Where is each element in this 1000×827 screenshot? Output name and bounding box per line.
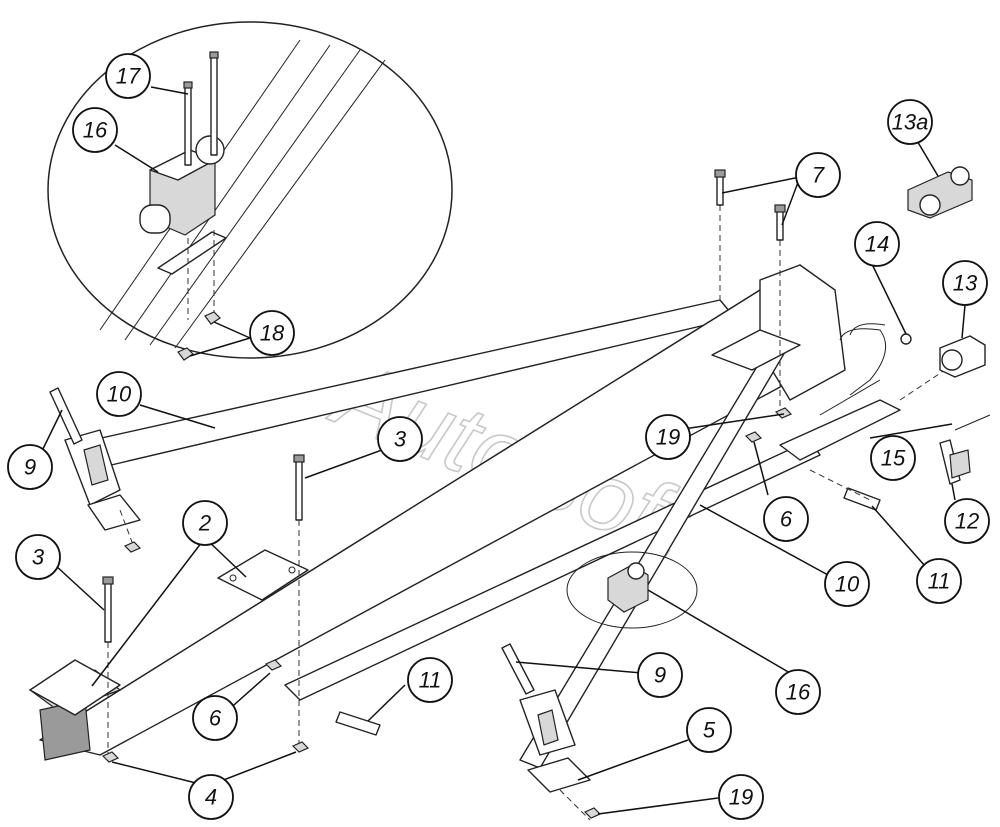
svg-text:10: 10 xyxy=(107,382,132,407)
svg-text:18: 18 xyxy=(260,321,285,346)
callout-9-left: 9 xyxy=(7,444,53,490)
callout-10-lower: 10 xyxy=(824,561,870,607)
svg-text:11: 11 xyxy=(928,569,951,594)
callout-11-lower: 11 xyxy=(407,657,453,703)
callout-4: 4 xyxy=(188,774,234,820)
svg-text:12: 12 xyxy=(955,509,979,534)
callout-6-right: 6 xyxy=(763,496,809,542)
mounting-plates xyxy=(29,329,801,716)
svg-text:16: 16 xyxy=(786,680,811,705)
callout-16-detail: 16 xyxy=(72,107,118,153)
detail-view-ellipse xyxy=(47,21,453,359)
callout-5: 5 xyxy=(686,707,732,753)
svg-text:3: 3 xyxy=(394,427,407,452)
callout-16-lower: 16 xyxy=(775,669,821,715)
svg-text:16: 16 xyxy=(83,118,108,143)
svg-text:5: 5 xyxy=(703,718,716,743)
callout-15: 15 xyxy=(870,435,916,481)
assembly-lines xyxy=(107,205,961,821)
svg-text:15: 15 xyxy=(881,446,906,471)
svg-text:6: 6 xyxy=(209,706,222,731)
callout-3-upper: 3 xyxy=(377,416,423,462)
shackle-13 xyxy=(939,335,986,378)
callout-10-upper: 10 xyxy=(96,371,142,417)
callout-19-upper: 19 xyxy=(645,414,691,460)
leader-lines xyxy=(39,86,966,815)
callout-18: 18 xyxy=(249,310,295,356)
svg-text:9: 9 xyxy=(24,455,36,480)
callout-3-lower: 3 xyxy=(15,534,61,580)
pin-12 xyxy=(939,439,971,485)
callout-2: 2 xyxy=(182,500,228,546)
svg-text:19: 19 xyxy=(729,785,753,810)
callout-13a: 13a xyxy=(887,99,933,145)
svg-text:13: 13 xyxy=(953,271,978,296)
svg-text:13a: 13a xyxy=(892,110,929,135)
main-frame xyxy=(28,264,901,769)
detail-clamp xyxy=(139,51,227,361)
left-bracket xyxy=(64,429,141,531)
svg-text:10: 10 xyxy=(835,572,860,597)
callout-17: 17 xyxy=(105,53,151,99)
callout-11-right: 11 xyxy=(916,558,962,604)
callout-9-lower: 9 xyxy=(637,652,683,698)
callout-14: 14 xyxy=(854,221,900,267)
svg-text:17: 17 xyxy=(116,64,141,89)
svg-text:11: 11 xyxy=(419,668,442,693)
callout-6-lower: 6 xyxy=(192,695,238,741)
svg-text:19: 19 xyxy=(656,425,680,450)
svg-text:4: 4 xyxy=(205,785,217,810)
callout-7: 7 xyxy=(795,152,841,198)
lower-bracket xyxy=(519,689,591,793)
svg-text:9: 9 xyxy=(654,663,666,688)
nuts xyxy=(101,333,912,819)
callout-19-lower: 19 xyxy=(718,774,764,820)
callout-13: 13 xyxy=(942,260,988,306)
lower-clamp xyxy=(566,551,698,629)
svg-text:3: 3 xyxy=(32,545,45,570)
svg-text:2: 2 xyxy=(198,511,211,536)
svg-text:6: 6 xyxy=(780,507,793,532)
svg-text:14: 14 xyxy=(865,232,889,257)
svg-text:7: 7 xyxy=(812,163,825,188)
callout-12: 12 xyxy=(944,498,990,544)
cotter-pin-15 xyxy=(954,414,991,431)
shackle-13a xyxy=(907,166,973,219)
bolts xyxy=(49,169,881,736)
